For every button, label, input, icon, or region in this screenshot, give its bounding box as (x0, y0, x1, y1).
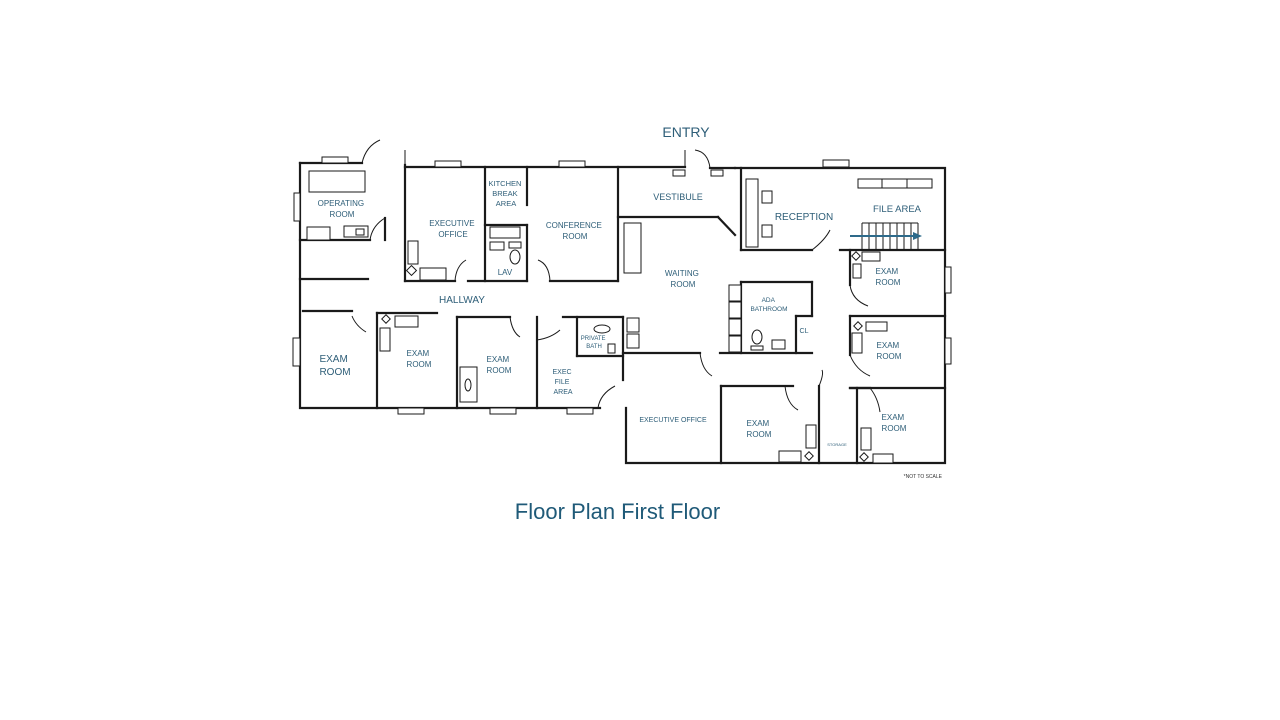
executive-office-label: EXECUTIVE OFFICE (429, 219, 477, 239)
conference-room-label: CONFERENCE ROOM (546, 221, 604, 241)
exam-room-label: EXAM ROOM (876, 267, 901, 287)
exam-room-label: EXAM ROOM (407, 349, 432, 369)
vestibule-label: VESTIBULE (653, 192, 703, 202)
door-swings (351, 139, 881, 413)
operating-room-label: OPERATING ROOM (318, 199, 367, 219)
entry-label: ENTRY (662, 124, 710, 140)
exam-room-label: EXAM ROOM (877, 341, 902, 361)
room-labels: ENTRY OPERATING ROOM EXECUTIVE OFFICE KI… (318, 124, 943, 480)
file-area-label: FILE AREA (873, 204, 922, 215)
closet-label: CL (800, 328, 809, 335)
ada-bathroom-label: ADA BATHROOM (750, 297, 787, 313)
windows (292, 156, 952, 415)
exec-file-area-label: EXEC FILE AREA (552, 369, 573, 396)
private-bath-label: PRIVATE BATH (581, 336, 607, 350)
not-to-scale-note: *NOT TO SCALE (904, 474, 943, 480)
reception-label: RECEPTION (775, 212, 833, 223)
executive-office-2-label: EXECUTIVE OFFICE (639, 417, 707, 424)
exam-room-label: EXAM ROOM (747, 419, 772, 439)
interior-walls (298, 165, 947, 465)
lav-label: LAV (498, 268, 513, 277)
stairs (850, 222, 922, 250)
waiting-room-label: WAITING ROOM (665, 269, 701, 289)
fixtures (306, 170, 933, 464)
storage-label: STORAGE (827, 442, 847, 447)
plan-title: Floor Plan First Floor (514, 499, 721, 524)
exam-room-label: EXAM ROOM (319, 354, 350, 378)
exam-room-label: EXAM ROOM (882, 413, 907, 433)
exam-room-label: EXAM ROOM (487, 355, 512, 375)
hallway-label: HALLWAY (439, 295, 485, 306)
kitchen-break-area-label: KITCHEN BREAK AREA (488, 179, 523, 208)
